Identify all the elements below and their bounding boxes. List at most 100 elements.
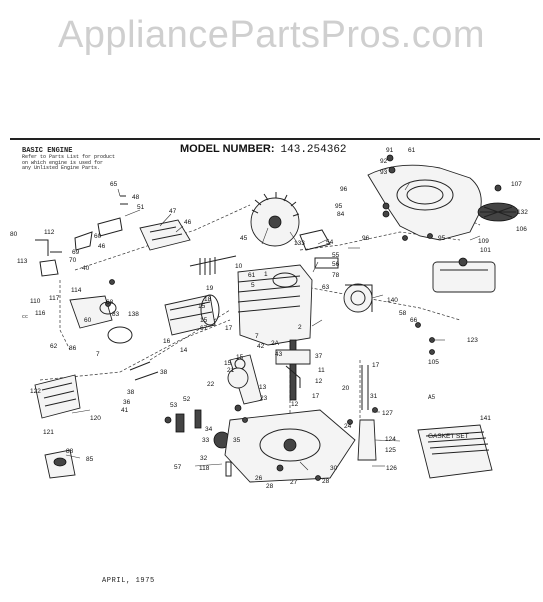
callout-117: 117 [49, 295, 60, 302]
basic-engine-heading: BASIC ENGINE Refer to Parts List for pro… [22, 147, 132, 171]
callout-53: 53 [170, 402, 178, 409]
callout-95b: 95 [438, 235, 446, 242]
callout-33: 33 [202, 437, 210, 444]
callout-51: 51 [137, 204, 145, 211]
callout-20: 20 [342, 385, 350, 392]
callout-107: 107 [511, 181, 522, 188]
callout-46: 46 [184, 219, 192, 226]
callout-80: 80 [10, 231, 18, 238]
callout-5: 5 [251, 282, 255, 289]
callout-26: 26 [255, 475, 263, 482]
callout-38b: 38 [127, 389, 135, 396]
callout-126: 126 [386, 465, 397, 472]
flywheel [250, 192, 300, 247]
crankcase-cover [224, 409, 356, 483]
callout-110: 110 [30, 298, 41, 305]
callout-11: 11 [318, 367, 325, 374]
callout-55: 55 [332, 252, 340, 259]
callout-54: 54 [326, 239, 334, 246]
rewind-starter [343, 283, 373, 313]
note-line-3: any Unlisted Engine Parts. [22, 164, 101, 171]
callout-95: 95 [335, 203, 343, 210]
callout-93: 93 [380, 169, 388, 176]
callout-42: 42 [257, 343, 265, 350]
callout-133: 133 [294, 240, 305, 247]
callout-23: 23 [260, 395, 268, 402]
callout-96b: 96 [362, 235, 370, 242]
callout-123: 123 [467, 337, 478, 344]
callout-125: 125 [385, 447, 396, 454]
callout-114: 114 [71, 287, 82, 294]
callout-112: 112 [44, 229, 55, 236]
callout-numbers: 65 48 51 47 46 80 112 60 46 69 70 40 113… [10, 147, 528, 490]
callout-38: 38 [160, 369, 168, 376]
watermark: AppliancePartsPros.com [57, 14, 486, 56]
camshaft-gear [213, 367, 249, 449]
callout-34: 34 [205, 426, 213, 433]
oil-fill-tube [357, 365, 377, 461]
blower-housing [367, 164, 482, 241]
callout-15c: 15 [236, 354, 244, 361]
callout-106: 106 [516, 226, 527, 233]
gasket-set-envelope [417, 424, 493, 479]
callout-52: 52 [183, 396, 191, 403]
callout-15d: 15 [224, 360, 232, 367]
stray-mark-cc: cc [22, 314, 29, 320]
callout-15: 15 [200, 317, 208, 324]
callout-91: 91 [386, 147, 394, 154]
callout-1: 1 [264, 271, 268, 278]
callout-16: 16 [163, 338, 171, 345]
callout-70: 70 [69, 257, 77, 264]
callout-86: 86 [69, 345, 77, 352]
callout-69: 69 [72, 249, 80, 256]
callout-101: 101 [480, 247, 491, 254]
callout-47: 47 [169, 208, 177, 215]
callout-18: 18 [204, 296, 212, 303]
leader-lines [65, 181, 481, 471]
callout-140: 140 [387, 297, 398, 304]
callout-19: 19 [206, 285, 214, 292]
callout-138: 138 [128, 311, 139, 318]
callout-45: 45 [240, 235, 248, 242]
callout-56: 56 [332, 261, 340, 268]
callout-17: 17 [225, 325, 233, 332]
callout-127: 127 [382, 410, 393, 417]
callout-83: 83 [112, 311, 120, 318]
muffler [432, 257, 496, 293]
callout-109: 109 [478, 238, 489, 245]
section-title: BASIC ENGINE [22, 147, 73, 155]
callout-2a: 2A [271, 340, 280, 347]
callout-13: 13 [259, 384, 267, 391]
callout-7b: 7 [255, 333, 259, 340]
callout-46b: 46 [98, 243, 106, 250]
callout-141: 141 [480, 415, 491, 422]
callout-32: 32 [200, 455, 208, 462]
callout-58: 58 [399, 310, 407, 317]
callout-10: 10 [235, 263, 243, 270]
callout-61: 61 [248, 272, 256, 279]
callout-105: 105 [428, 359, 439, 366]
cylinder-head [139, 219, 191, 251]
callout-122: 122 [30, 388, 41, 395]
callout-37: 37 [315, 353, 323, 360]
callout-2: 2 [298, 324, 302, 331]
callout-15b: 15 [198, 303, 206, 310]
note-line-1: Refer to Parts List for product [22, 154, 116, 161]
callout-116: 116 [35, 310, 46, 317]
callout-118: 118 [199, 465, 210, 472]
note-line-2: on which engine is used for [22, 159, 104, 166]
model-number-heading: MODEL NUMBER:143.254362 [180, 143, 347, 156]
callout-14: 14 [180, 347, 188, 354]
callout-63: 63 [322, 284, 330, 291]
callout-17c: 17 [312, 393, 320, 400]
callout-12: 12 [315, 378, 323, 385]
callout-120: 120 [90, 415, 101, 422]
model-number: 143.254362 [280, 144, 347, 156]
callout-30: 30 [330, 465, 338, 472]
callout-67: 67 [200, 325, 208, 332]
callout-78: 78 [332, 272, 340, 279]
callout-17b: 17 [372, 362, 380, 369]
callout-40: 40 [82, 265, 90, 272]
intake-tube [164, 294, 220, 336]
